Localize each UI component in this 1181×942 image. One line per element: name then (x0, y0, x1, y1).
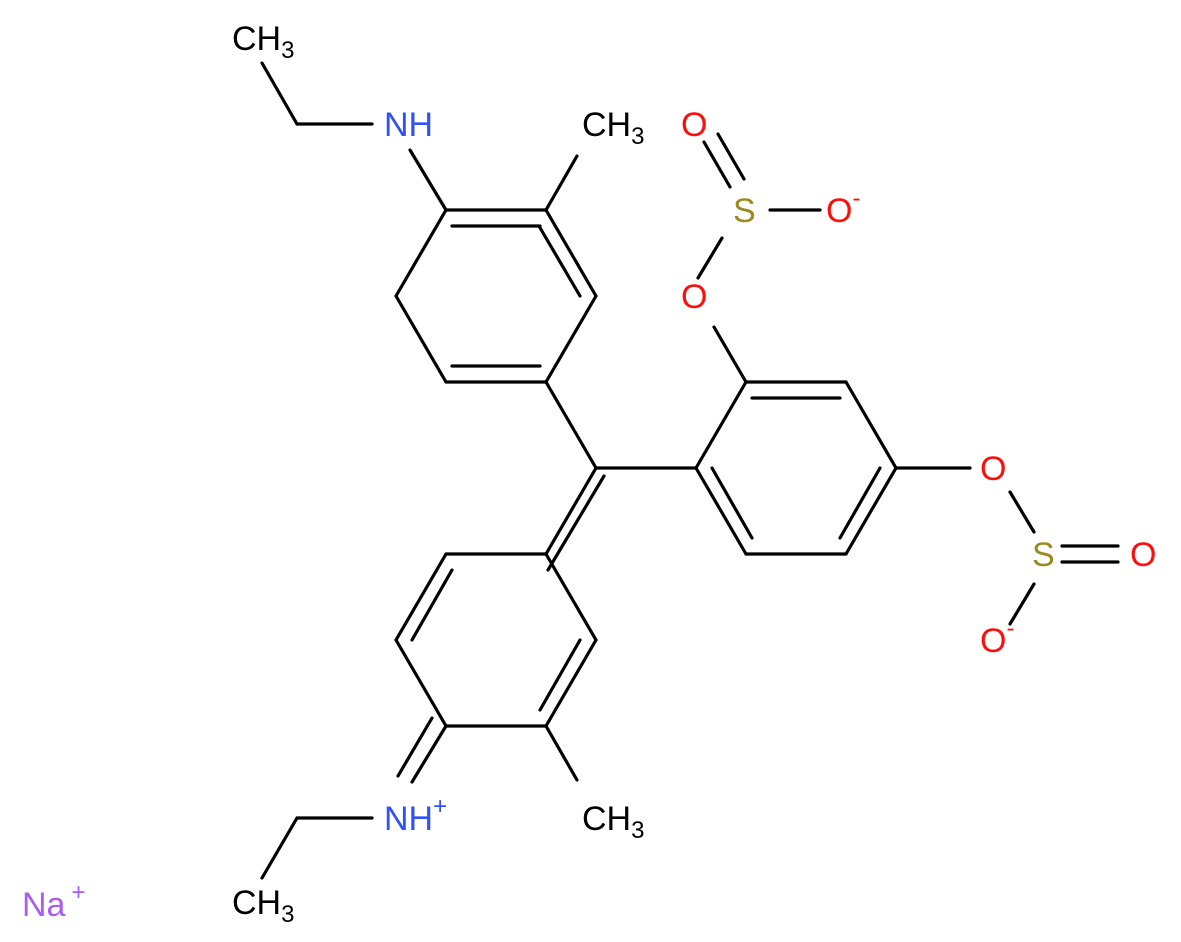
bond (702, 140, 732, 189)
bond (546, 474, 606, 572)
sulfur-label: S (733, 192, 756, 230)
bond (1008, 582, 1036, 626)
bond (712, 325, 748, 384)
bond (544, 466, 598, 556)
sodium-ion-label: Na+ (22, 879, 85, 924)
bond (410, 568, 454, 642)
sulfur-label: S (1032, 536, 1055, 574)
bond (544, 552, 598, 642)
bonds (260, 61, 1120, 880)
bond (544, 208, 598, 298)
bond (544, 380, 598, 470)
bond (394, 552, 448, 642)
bond (537, 224, 582, 298)
bond (544, 638, 598, 728)
oxygen-anion-label: O- (980, 615, 1014, 660)
bond (544, 724, 579, 782)
oxygen-anion-label: O- (826, 185, 860, 230)
ch3-label: CH3 (582, 106, 644, 150)
bond (716, 132, 746, 181)
bond (694, 466, 748, 556)
bond (408, 148, 448, 212)
bond (394, 294, 448, 384)
bond (260, 816, 299, 880)
bond (394, 638, 448, 728)
bond (694, 380, 748, 470)
bond (544, 294, 598, 384)
bond (396, 716, 434, 778)
bond (710, 466, 754, 540)
bond (844, 380, 898, 470)
oxygen-label: O (681, 106, 707, 144)
bond (844, 466, 898, 556)
atom-labels: CH3 NH CH3 O O- S O O S O O- NH+ CH3 CH3… (22, 20, 1156, 928)
bond (538, 638, 582, 712)
ch3-label: CH3 (232, 20, 294, 64)
ch3-label: CH3 (582, 800, 644, 844)
bond (410, 724, 448, 784)
nh-plus-label: NH+ (384, 793, 447, 838)
bond (394, 208, 448, 298)
nh-label: NH (384, 106, 433, 144)
bond (260, 61, 299, 126)
oxygen-label: O (681, 278, 707, 316)
bond (544, 154, 579, 212)
bond (696, 236, 724, 280)
bond (838, 466, 882, 540)
ch3-label: CH3 (232, 884, 294, 928)
oxygen-label: O (980, 450, 1006, 488)
oxygen-label: O (1130, 536, 1156, 574)
bond (1008, 490, 1036, 534)
